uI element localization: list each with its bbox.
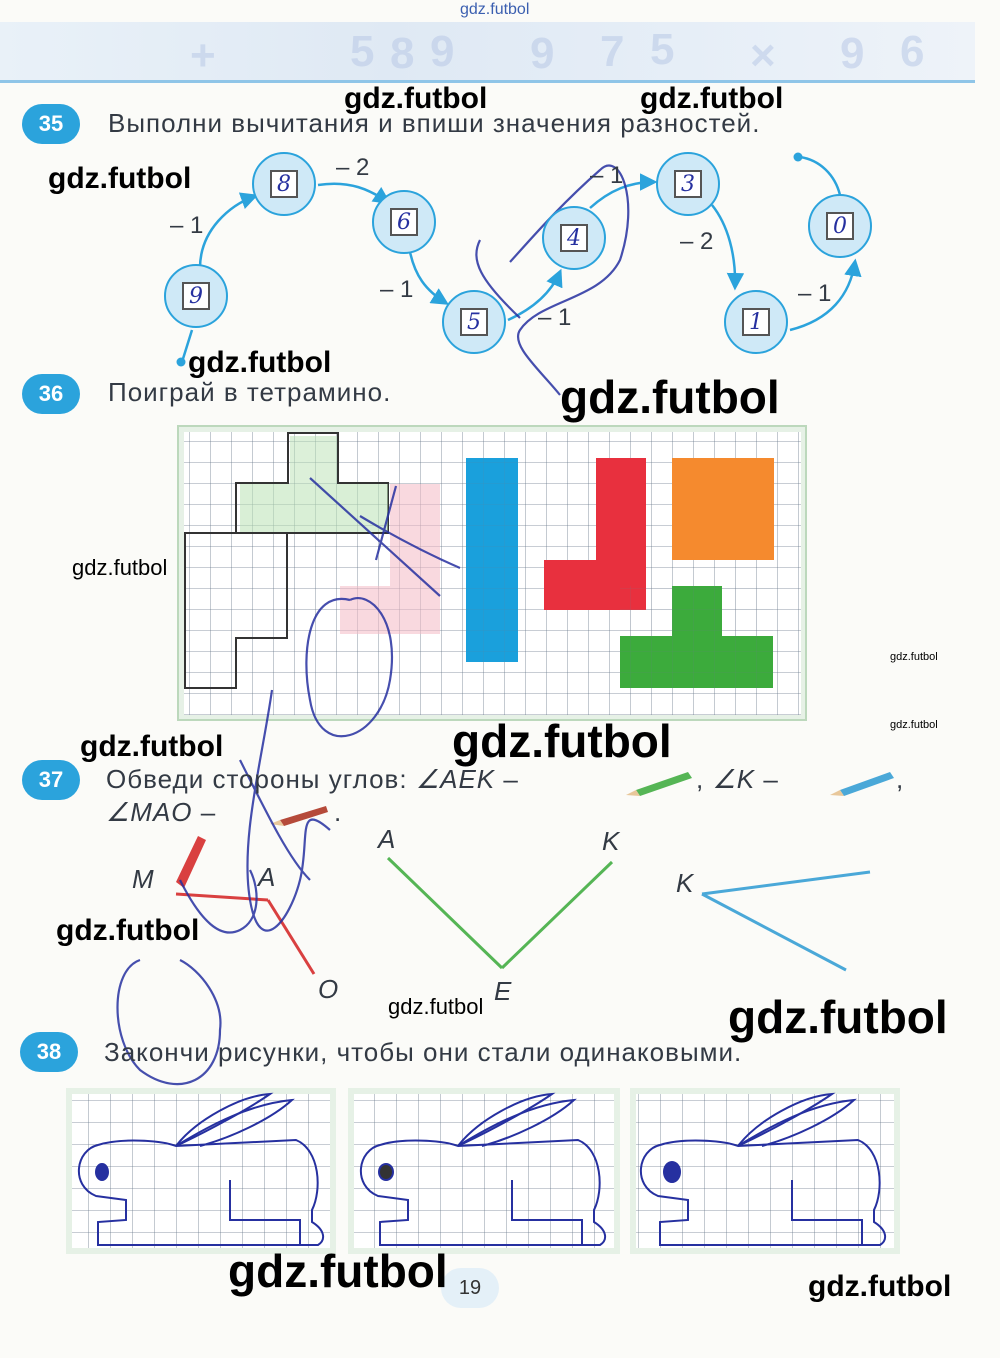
answer-box[interactable]: 0 xyxy=(826,212,854,240)
task-37-line2: ∠MAO – xyxy=(106,797,216,828)
chain-node: 5 xyxy=(442,290,506,354)
watermark: gdz.futbol xyxy=(80,730,224,763)
watermark: gdz.futbol xyxy=(808,1270,952,1303)
task-36-badge: 36 xyxy=(22,374,80,414)
svg-text:9: 9 xyxy=(430,27,454,76)
watermark: gdz.futbol xyxy=(344,82,488,115)
watermark: gdz.futbol xyxy=(560,371,780,423)
task-35-number: 35 xyxy=(38,111,64,136)
task-38-number: 38 xyxy=(36,1039,62,1064)
answer-box[interactable]: 8 xyxy=(270,170,298,198)
watermark: gdz.futbol xyxy=(228,1245,448,1297)
chain-node: 0 xyxy=(808,194,872,258)
task-35-text: Выполни вычитания и впиши значения разно… xyxy=(108,108,761,138)
chain-node: 1 xyxy=(724,290,788,354)
subtraction-op: – 2 xyxy=(336,154,370,181)
subtraction-op: – 1 xyxy=(798,280,832,307)
green-pencil-icon xyxy=(626,772,692,796)
subtraction-op: – 2 xyxy=(680,228,714,255)
subtraction-op: – 1 xyxy=(170,212,204,239)
task-37-line1b: , ∠K – xyxy=(696,764,779,794)
task-38-text: Закончи рисунки, чтобы они стали одинако… xyxy=(104,1037,743,1067)
watermark: gdz.futbol xyxy=(452,715,672,767)
pen-scribbles xyxy=(116,164,630,1086)
answer-box[interactable]: 3 xyxy=(674,170,702,198)
task-37-instruction: Обведи стороны углов: xyxy=(106,764,416,794)
blue-pencil-icon xyxy=(830,772,894,796)
period: . xyxy=(334,797,343,827)
svg-text:8: 8 xyxy=(390,29,414,78)
task-37-badge: 37 xyxy=(22,760,80,800)
page-number-text: 19 xyxy=(458,1276,482,1299)
watermark: gdz.futbol xyxy=(640,82,784,115)
vertex-o: O xyxy=(318,974,340,1004)
angle-k-label: ∠K xyxy=(712,764,756,794)
vertex-m: M xyxy=(132,864,155,894)
dash-3: – xyxy=(192,797,217,827)
watermark: gdz.futbol xyxy=(890,651,938,663)
answer-box[interactable]: 4 xyxy=(560,224,588,252)
answer-box[interactable]: 6 xyxy=(390,208,418,236)
svg-text:×: × xyxy=(750,31,776,80)
svg-text:5: 5 xyxy=(350,27,374,76)
svg-text:5: 5 xyxy=(650,25,674,74)
watermark-top: gdz.futbol xyxy=(460,1,530,18)
page-number: 19 xyxy=(441,1268,499,1308)
chain-node: 8 xyxy=(252,152,316,216)
dash-2: – xyxy=(755,764,779,794)
watermark: gdz.futbol xyxy=(72,555,168,580)
angle-aek-label: ∠AEK xyxy=(415,764,496,794)
chain-node: 3 xyxy=(656,152,720,216)
watermark: gdz.futbol xyxy=(188,346,332,379)
chain-node: 9 xyxy=(164,264,228,328)
task-37-line1: Обведи стороны углов: ∠AEK – xyxy=(106,764,519,795)
header-decoration: + 5 8 9 9 7 5 × 9 6 xyxy=(190,25,924,80)
rabbit-grids xyxy=(66,1088,900,1254)
subtraction-op: – 1 xyxy=(590,162,624,189)
answer-box[interactable]: 5 xyxy=(460,308,488,336)
task-36-number: 36 xyxy=(38,381,64,406)
comma: , xyxy=(896,764,905,794)
angles-drawing xyxy=(175,772,894,975)
watermark: gdz.futbol xyxy=(388,994,484,1019)
vertex-e: E xyxy=(494,976,513,1006)
vertex-k-1: K xyxy=(602,826,621,856)
answer-box[interactable]: 1 xyxy=(742,308,770,336)
answer-box[interactable]: 9 xyxy=(182,282,210,310)
task-37-number: 37 xyxy=(38,767,64,792)
header-band xyxy=(0,22,975,83)
task-38-badge: 38 xyxy=(20,1032,78,1072)
svg-text:6: 6 xyxy=(900,27,924,76)
vertex-k-2: K xyxy=(676,868,695,898)
svg-text:7: 7 xyxy=(600,27,624,76)
watermark: gdz.futbol xyxy=(56,914,200,947)
chain-node: 6 xyxy=(372,190,436,254)
vertex-a-1: A xyxy=(258,862,277,892)
subtraction-op: – 1 xyxy=(538,304,572,331)
angle-mao-label: ∠MAO xyxy=(106,797,193,827)
task-36-text: Поиграй в тетрамино. xyxy=(108,377,392,407)
svg-text:9: 9 xyxy=(840,29,864,78)
task-35-badge: 35 xyxy=(22,104,80,144)
vertex-a-2: A xyxy=(378,824,397,854)
watermark: gdz.futbol xyxy=(48,162,192,195)
dash-1: – xyxy=(495,764,519,794)
chain-node: 4 xyxy=(542,206,606,270)
tetromino-board xyxy=(177,425,807,721)
subtraction-op: – 1 xyxy=(380,276,414,303)
svg-text:+: + xyxy=(190,31,216,80)
watermark: gdz.futbol xyxy=(890,719,938,731)
svg-text:9: 9 xyxy=(530,29,554,78)
subtraction-chain xyxy=(176,152,862,367)
watermark: gdz.futbol xyxy=(728,991,948,1043)
